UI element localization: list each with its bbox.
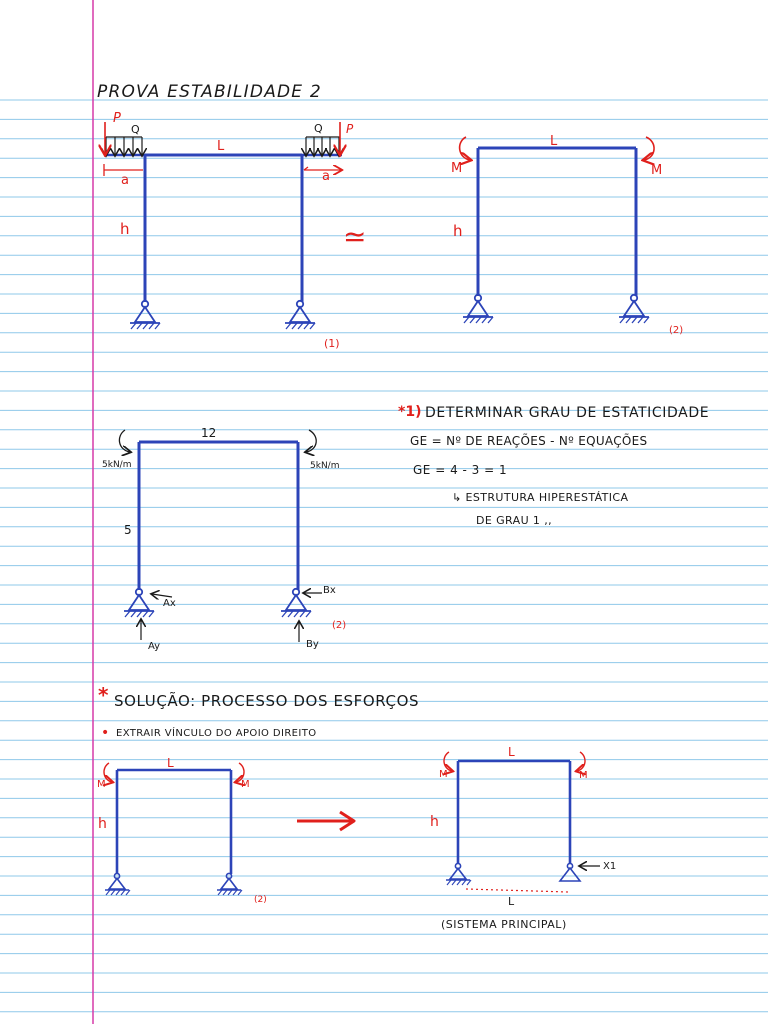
fig4-h-label: h xyxy=(98,816,107,832)
section1-marker: *1) xyxy=(398,404,421,420)
fig5-m-right-label: M xyxy=(579,770,588,781)
section2-bullet: • xyxy=(101,725,109,741)
fig1-p-right-label: P xyxy=(346,122,354,136)
fig1-a-left-label: a xyxy=(121,173,129,188)
fig2-number-label: (2) xyxy=(669,325,683,336)
fig1-p-left-label: P xyxy=(113,111,121,126)
fig1-l-label: L xyxy=(217,139,225,154)
figure-3-frame xyxy=(118,429,322,642)
section2-step: EXTRAIR VÍNCULO DO APOIO DIREITO xyxy=(116,726,317,739)
section2-marker: * xyxy=(98,683,109,707)
fig4-number-label: (2) xyxy=(254,895,267,905)
section1-heading: DETERMINAR GRAU DE ESTATICIDADE xyxy=(425,405,709,421)
fig4-m-left-label: M xyxy=(97,779,106,790)
fig1-a-right-label: a xyxy=(322,169,330,184)
figure-2-frame xyxy=(458,136,655,324)
section2-heading: SOLUÇÃO: PROCESSO DOS ESFORÇOS xyxy=(114,691,419,710)
fig3-number-label: (2) xyxy=(332,620,346,631)
fig3-moment-right-label: 5kN/m xyxy=(310,461,339,471)
fig3-by-label: By xyxy=(306,639,319,650)
fig3-span-label: 12 xyxy=(201,426,216,440)
fig5-m-left-label: M xyxy=(439,769,448,780)
fig3-bx-label: Bx xyxy=(323,585,336,596)
figure-5-frame xyxy=(444,751,600,893)
fig2-m-left-label: M xyxy=(451,161,462,176)
fig4-l-label: L xyxy=(167,756,174,770)
fig3-height-label: 5 xyxy=(124,523,132,537)
page-title: PROVA ESTABILIDADE 2 xyxy=(97,82,322,102)
transform-arrow-head xyxy=(339,810,356,832)
fig1-h-label: h xyxy=(120,220,130,238)
figure-1-frame xyxy=(104,122,342,330)
section1-line-3: ↳ ESTRUTURA HIPERESTÁTICA xyxy=(452,491,629,504)
fig1-q-right-label: Q xyxy=(314,122,323,135)
fig5-l-top-label: L xyxy=(508,745,515,759)
section1-line-4: DE GRAU 1 ,, xyxy=(476,514,552,527)
section1-line-2: GE = 4 - 3 = 1 xyxy=(413,463,507,477)
fig3-moment-left-label: 5kN/m xyxy=(102,460,131,470)
fig2-m-right-label: M xyxy=(651,163,662,178)
fig5-x1-label: X1 xyxy=(603,861,616,872)
fig3-ax-label: Ax xyxy=(163,598,176,609)
fig1-number-label: (1) xyxy=(324,337,340,350)
ruled-lines xyxy=(0,99,768,1013)
fig5-h-label: h xyxy=(430,814,439,830)
approx-symbol: ≃ xyxy=(343,220,366,253)
section1-line-1: GE = Nº DE REAÇÕES - Nº EQUAÇÕES xyxy=(410,433,647,448)
fig1-q-left-label: Q xyxy=(131,123,140,136)
figure-4-frame xyxy=(104,762,244,896)
fig2-l-label: L xyxy=(550,134,558,149)
fig5-l-bottom-label: L xyxy=(508,895,515,908)
fig5-caption: (SISTEMA PRINCIPAL) xyxy=(441,918,567,931)
fig4-m-right-label: M xyxy=(241,779,250,790)
fig3-ay-label: Ay xyxy=(148,641,160,652)
fig2-h-label: h xyxy=(453,222,463,240)
